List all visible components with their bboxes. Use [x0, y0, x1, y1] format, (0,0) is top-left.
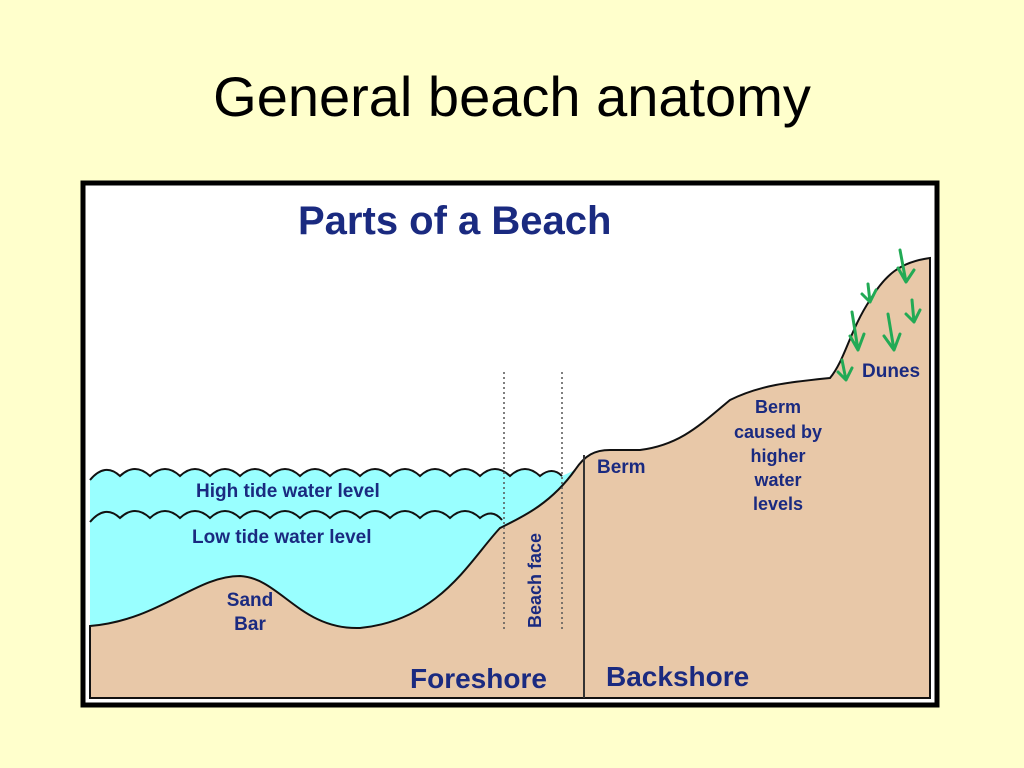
slide-title: General beach anatomy: [213, 65, 811, 128]
diagram-heading: Parts of a Beach: [298, 199, 611, 243]
dune-vegetation-icon: [836, 248, 922, 382]
beach-face-label: Beach face: [525, 533, 545, 628]
high-tide-line: [89, 468, 563, 481]
berm-label: Berm: [597, 457, 646, 478]
diagram-frame: [80, 180, 940, 708]
sand-bar-label-line1: Sand: [227, 590, 273, 611]
dunes-label: Dunes: [862, 361, 920, 382]
sand-profile: [89, 256, 931, 699]
berm-higher-label-line1: Berm: [755, 397, 801, 417]
low-tide-line: [89, 510, 503, 523]
water-body: [90, 469, 575, 629]
sand-bar-label-line2: Bar: [234, 614, 266, 635]
berm-higher-label-line4: water: [753, 470, 801, 490]
berm-higher-label-line2: caused by: [734, 422, 822, 442]
foreshore-label: Foreshore: [410, 663, 547, 694]
berm-higher-label-line3: higher: [750, 446, 805, 466]
high-tide-label: High tide water level: [196, 481, 380, 502]
backshore-label: Backshore: [606, 661, 749, 692]
low-tide-label: Low tide water level: [192, 527, 372, 548]
berm-higher-label-line5: levels: [753, 494, 803, 514]
